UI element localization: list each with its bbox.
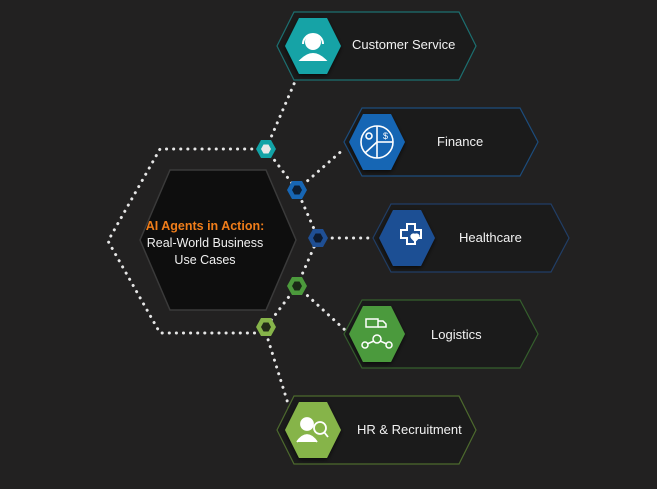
center-title: AI Agents in Action: (145, 219, 265, 233)
badge-hr-recruitment (285, 402, 341, 458)
connector-hr (264, 331, 292, 412)
node-green-1 (287, 277, 307, 295)
connector-chain (264, 147, 320, 329)
connector-customer-service (264, 68, 302, 151)
label-logistics: Logistics (431, 327, 482, 342)
user-search-icon (296, 417, 329, 443)
medical-cross-heart-icon (400, 223, 422, 245)
connector-nodes (256, 140, 328, 336)
svg-text:$: $ (383, 131, 388, 141)
label-customer-service: Customer Service (352, 37, 456, 52)
connector-finance (295, 146, 347, 192)
outer-hex-left-path (106, 147, 268, 335)
label-finance: Finance (437, 134, 484, 149)
center-subtitle-line2: Use Cases (174, 253, 236, 267)
connector-logistics (295, 284, 347, 332)
center-subtitle-line1: Real-World Business (146, 236, 264, 250)
center-hexagon (139, 169, 297, 311)
node-teal (256, 140, 276, 158)
center-title-block: AI Agents in Action: Real-World Business… (140, 218, 270, 269)
label-hr-recruitment: HR & Recruitment (357, 422, 462, 437)
headset-agent-icon (298, 33, 328, 61)
dotted-connectors (106, 68, 376, 412)
node-blue-2 (308, 229, 328, 247)
node-green-2 (256, 318, 276, 336)
label-healthcare: Healthcare (459, 230, 522, 245)
pie-chart-finance-icon: $ (360, 125, 394, 159)
node-blue-1 (287, 181, 307, 199)
delivery-truck-network-icon (361, 318, 393, 349)
